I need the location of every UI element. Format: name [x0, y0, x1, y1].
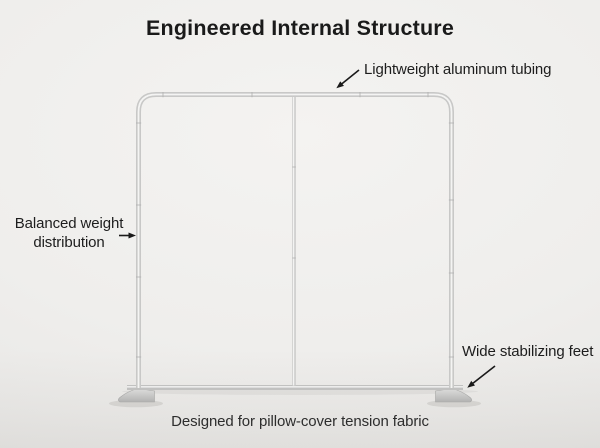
annotation-balanced-weight: Balanced weight distribution	[14, 215, 124, 251]
page-title: Engineered Internal Structure	[145, 16, 455, 40]
arrow-to-top-tube	[336, 69, 360, 89]
caption: Designed for pillow-cover tension fabric	[171, 413, 429, 430]
arrow-to-right-foot	[467, 365, 496, 388]
frame-tubes-highlight	[137, 93, 453, 388]
left-foot	[118, 388, 155, 403]
tube-joints	[136, 92, 454, 358]
annotation-aluminum-tubing: Lightweight aluminum tubing	[364, 61, 552, 78]
annotation-stabilizing-feet: Wide stabilizing feet	[462, 343, 594, 360]
